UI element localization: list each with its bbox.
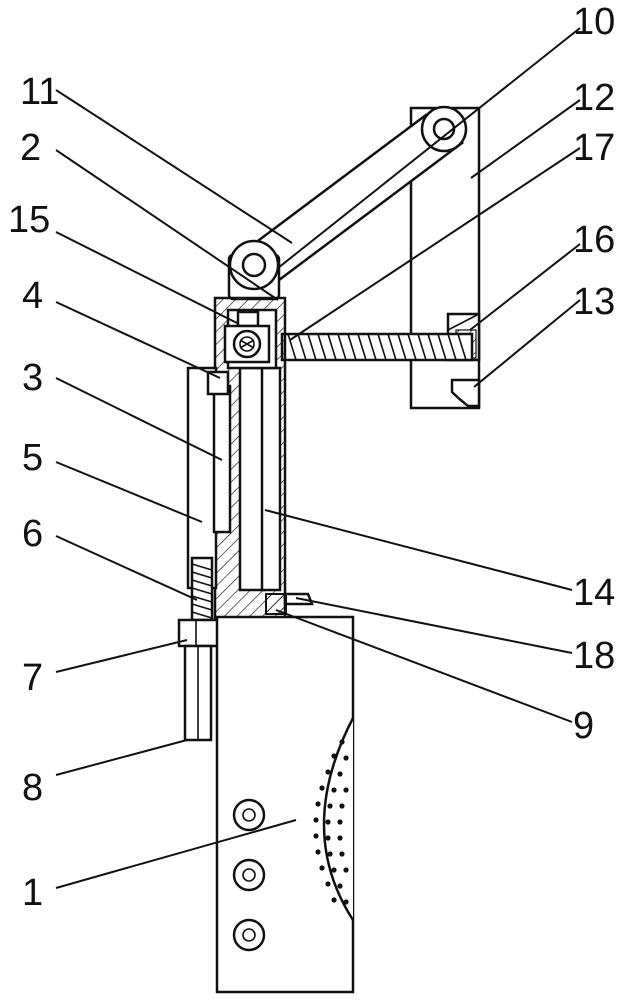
- part-15-bolt: [223, 324, 271, 364]
- part-9-block: [265, 593, 287, 615]
- part-6-spring: [190, 556, 214, 622]
- label-12: 12: [573, 77, 615, 119]
- label-1: 1: [22, 872, 43, 914]
- part-1-base-plate: [215, 615, 355, 994]
- label-18: 18: [573, 635, 615, 677]
- label-13: 13: [573, 281, 615, 323]
- base-hole-2: [232, 858, 266, 892]
- label-10: 10: [573, 1, 615, 43]
- label-7: 7: [22, 657, 43, 699]
- label-3: 3: [22, 357, 43, 399]
- label-15: 15: [8, 199, 50, 241]
- leader-lines: [55, 27, 581, 889]
- label-11: 11: [20, 71, 59, 113]
- callout-labels: 11 2 15 4 3 5 6 7 8 1 10 12 17 16 13 14 …: [8, 1, 615, 914]
- label-16: 16: [573, 219, 615, 261]
- label-9: 9: [573, 705, 594, 747]
- base-hole-3: [232, 918, 266, 952]
- label-4: 4: [22, 275, 43, 317]
- part-17-spring: [280, 332, 474, 362]
- part-13-hook: [450, 378, 481, 408]
- label-8: 8: [22, 767, 43, 809]
- label-17: 17: [573, 127, 615, 169]
- label-6: 6: [22, 513, 43, 555]
- base-hole-1: [232, 798, 266, 832]
- part-8-rod: [183, 644, 213, 742]
- label-5: 5: [22, 437, 43, 479]
- part-11-arm: [227, 105, 468, 301]
- label-2: 2: [20, 127, 41, 169]
- label-14: 14: [573, 572, 615, 614]
